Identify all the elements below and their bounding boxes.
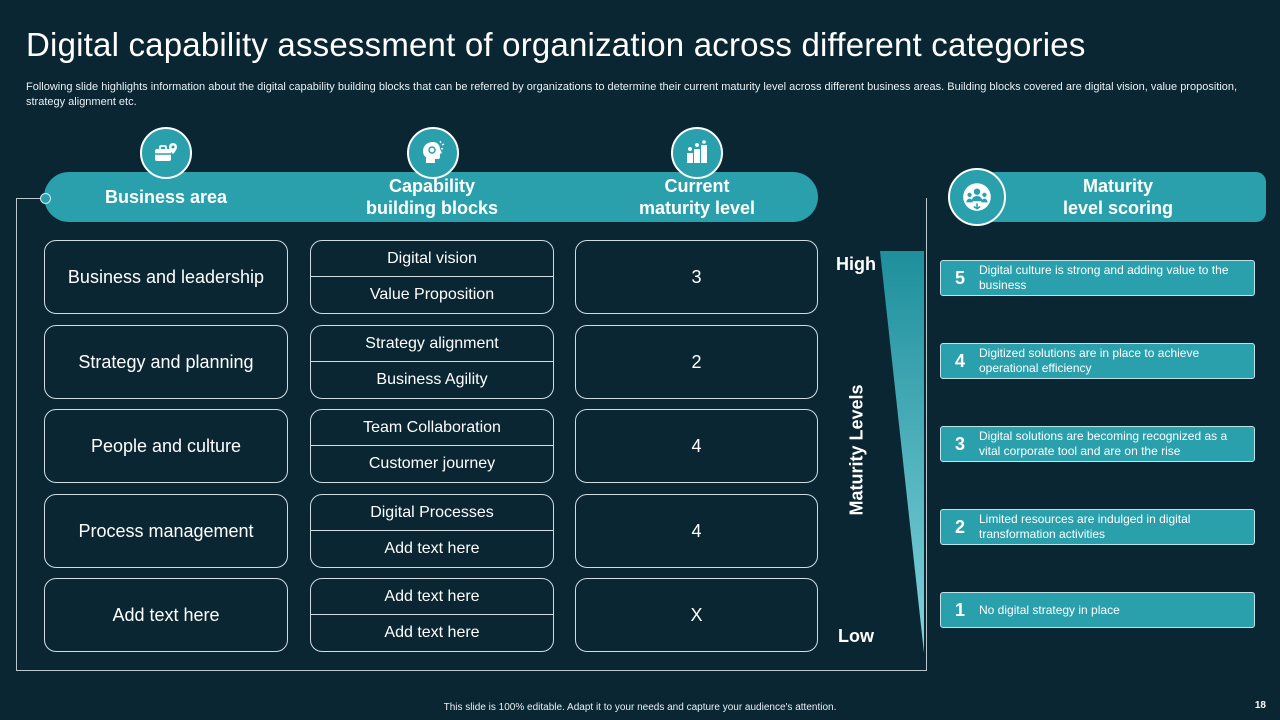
business-area-icon	[140, 127, 192, 179]
capability-block: Team Collaboration	[311, 410, 553, 446]
score-row-5: 5 Digital culture is strong and adding v…	[940, 260, 1255, 296]
score-text: Limited resources are indulged in digita…	[979, 512, 1191, 541]
score-text: Digitized solutions are in place to achi…	[979, 346, 1200, 375]
capability-block: Strategy alignment	[311, 326, 553, 362]
business-area-cell: People and culture	[44, 409, 288, 483]
high-label: High	[836, 254, 876, 274]
score-row-3: 3 Digital solutions are becoming recogni…	[940, 426, 1255, 462]
score-row-2: 2 Limited resources are indulged in digi…	[940, 509, 1255, 545]
score-number: 4	[954, 350, 965, 371]
header-business-area: Business area	[104, 187, 228, 207]
score-row-4: 4 Digitized solutions are in place to ac…	[940, 343, 1255, 379]
capability-block: Add text here	[384, 540, 480, 557]
score-number: 5	[954, 267, 965, 288]
maturity-level-cell: X	[575, 578, 818, 652]
capability-block: Add text here	[384, 624, 480, 641]
business-area-cell: Strategy and planning	[44, 325, 288, 399]
slide-title: Digital capability assessment of organiz…	[26, 26, 1086, 63]
score-row-1: 1 No digital strategy in place	[940, 592, 1255, 628]
score-number: 1	[954, 599, 965, 620]
header-capability-blocks: Capability building blocks	[365, 176, 498, 218]
maturity-level-cell: 2	[575, 325, 818, 399]
score-text: Digital culture is strong and adding val…	[979, 263, 1229, 292]
maturity-level-cell: 4	[575, 494, 818, 568]
frame-dot	[40, 193, 51, 204]
capability-block: Business Agility	[376, 371, 488, 388]
capability-blocks-cell: Strategy alignment Business Agility	[310, 325, 554, 399]
business-area-cell: Process management	[44, 494, 288, 568]
header-maturity-scoring: Maturity level scoring	[1062, 176, 1174, 218]
score-number: 2	[954, 516, 965, 537]
capability-blocks-cell: Digital vision Value Proposition	[310, 240, 554, 314]
header-bar	[44, 172, 818, 222]
low-label: Low	[838, 626, 874, 646]
score-text: No digital strategy in place	[979, 602, 1120, 617]
slide-subtitle: Following slide highlights information a…	[26, 81, 1238, 108]
table-frame	[16, 198, 927, 671]
capability-blocks-cell: Digital Processes Add text here	[310, 494, 554, 568]
score-text: Digital solutions are becoming recognize…	[979, 429, 1228, 458]
business-area-cell: Business and leadership	[44, 240, 288, 314]
frame-connector	[16, 198, 44, 199]
capability-blocks-cell: Team Collaboration Customer journey	[310, 409, 554, 483]
footer-note: This slide is 100% editable. Adapt it to…	[443, 702, 837, 713]
capability-block: Customer journey	[368, 455, 496, 472]
maturity-level-cell: 3	[575, 240, 818, 314]
capability-blocks-cell: Add text here Add text here	[310, 578, 554, 652]
scoring-people-icon	[948, 168, 1006, 226]
score-number: 3	[954, 433, 965, 454]
maturity-levels-label: Maturity Levels	[846, 384, 867, 516]
capability-block: Digital Processes	[311, 495, 553, 531]
scoring-header-bar	[972, 172, 1266, 222]
capability-block: Add text here	[311, 579, 553, 615]
maturity-level-icon	[671, 127, 723, 179]
capability-head-icon	[407, 127, 459, 179]
page-number: 18	[1254, 700, 1266, 711]
header-current-level: Current maturity level	[638, 176, 756, 218]
capability-block: Digital vision	[311, 241, 553, 277]
capability-block: Value Proposition	[369, 286, 495, 303]
maturity-level-cell: 4	[575, 409, 818, 483]
business-area-cell: Add text here	[44, 578, 288, 652]
maturity-wedge	[880, 251, 924, 653]
